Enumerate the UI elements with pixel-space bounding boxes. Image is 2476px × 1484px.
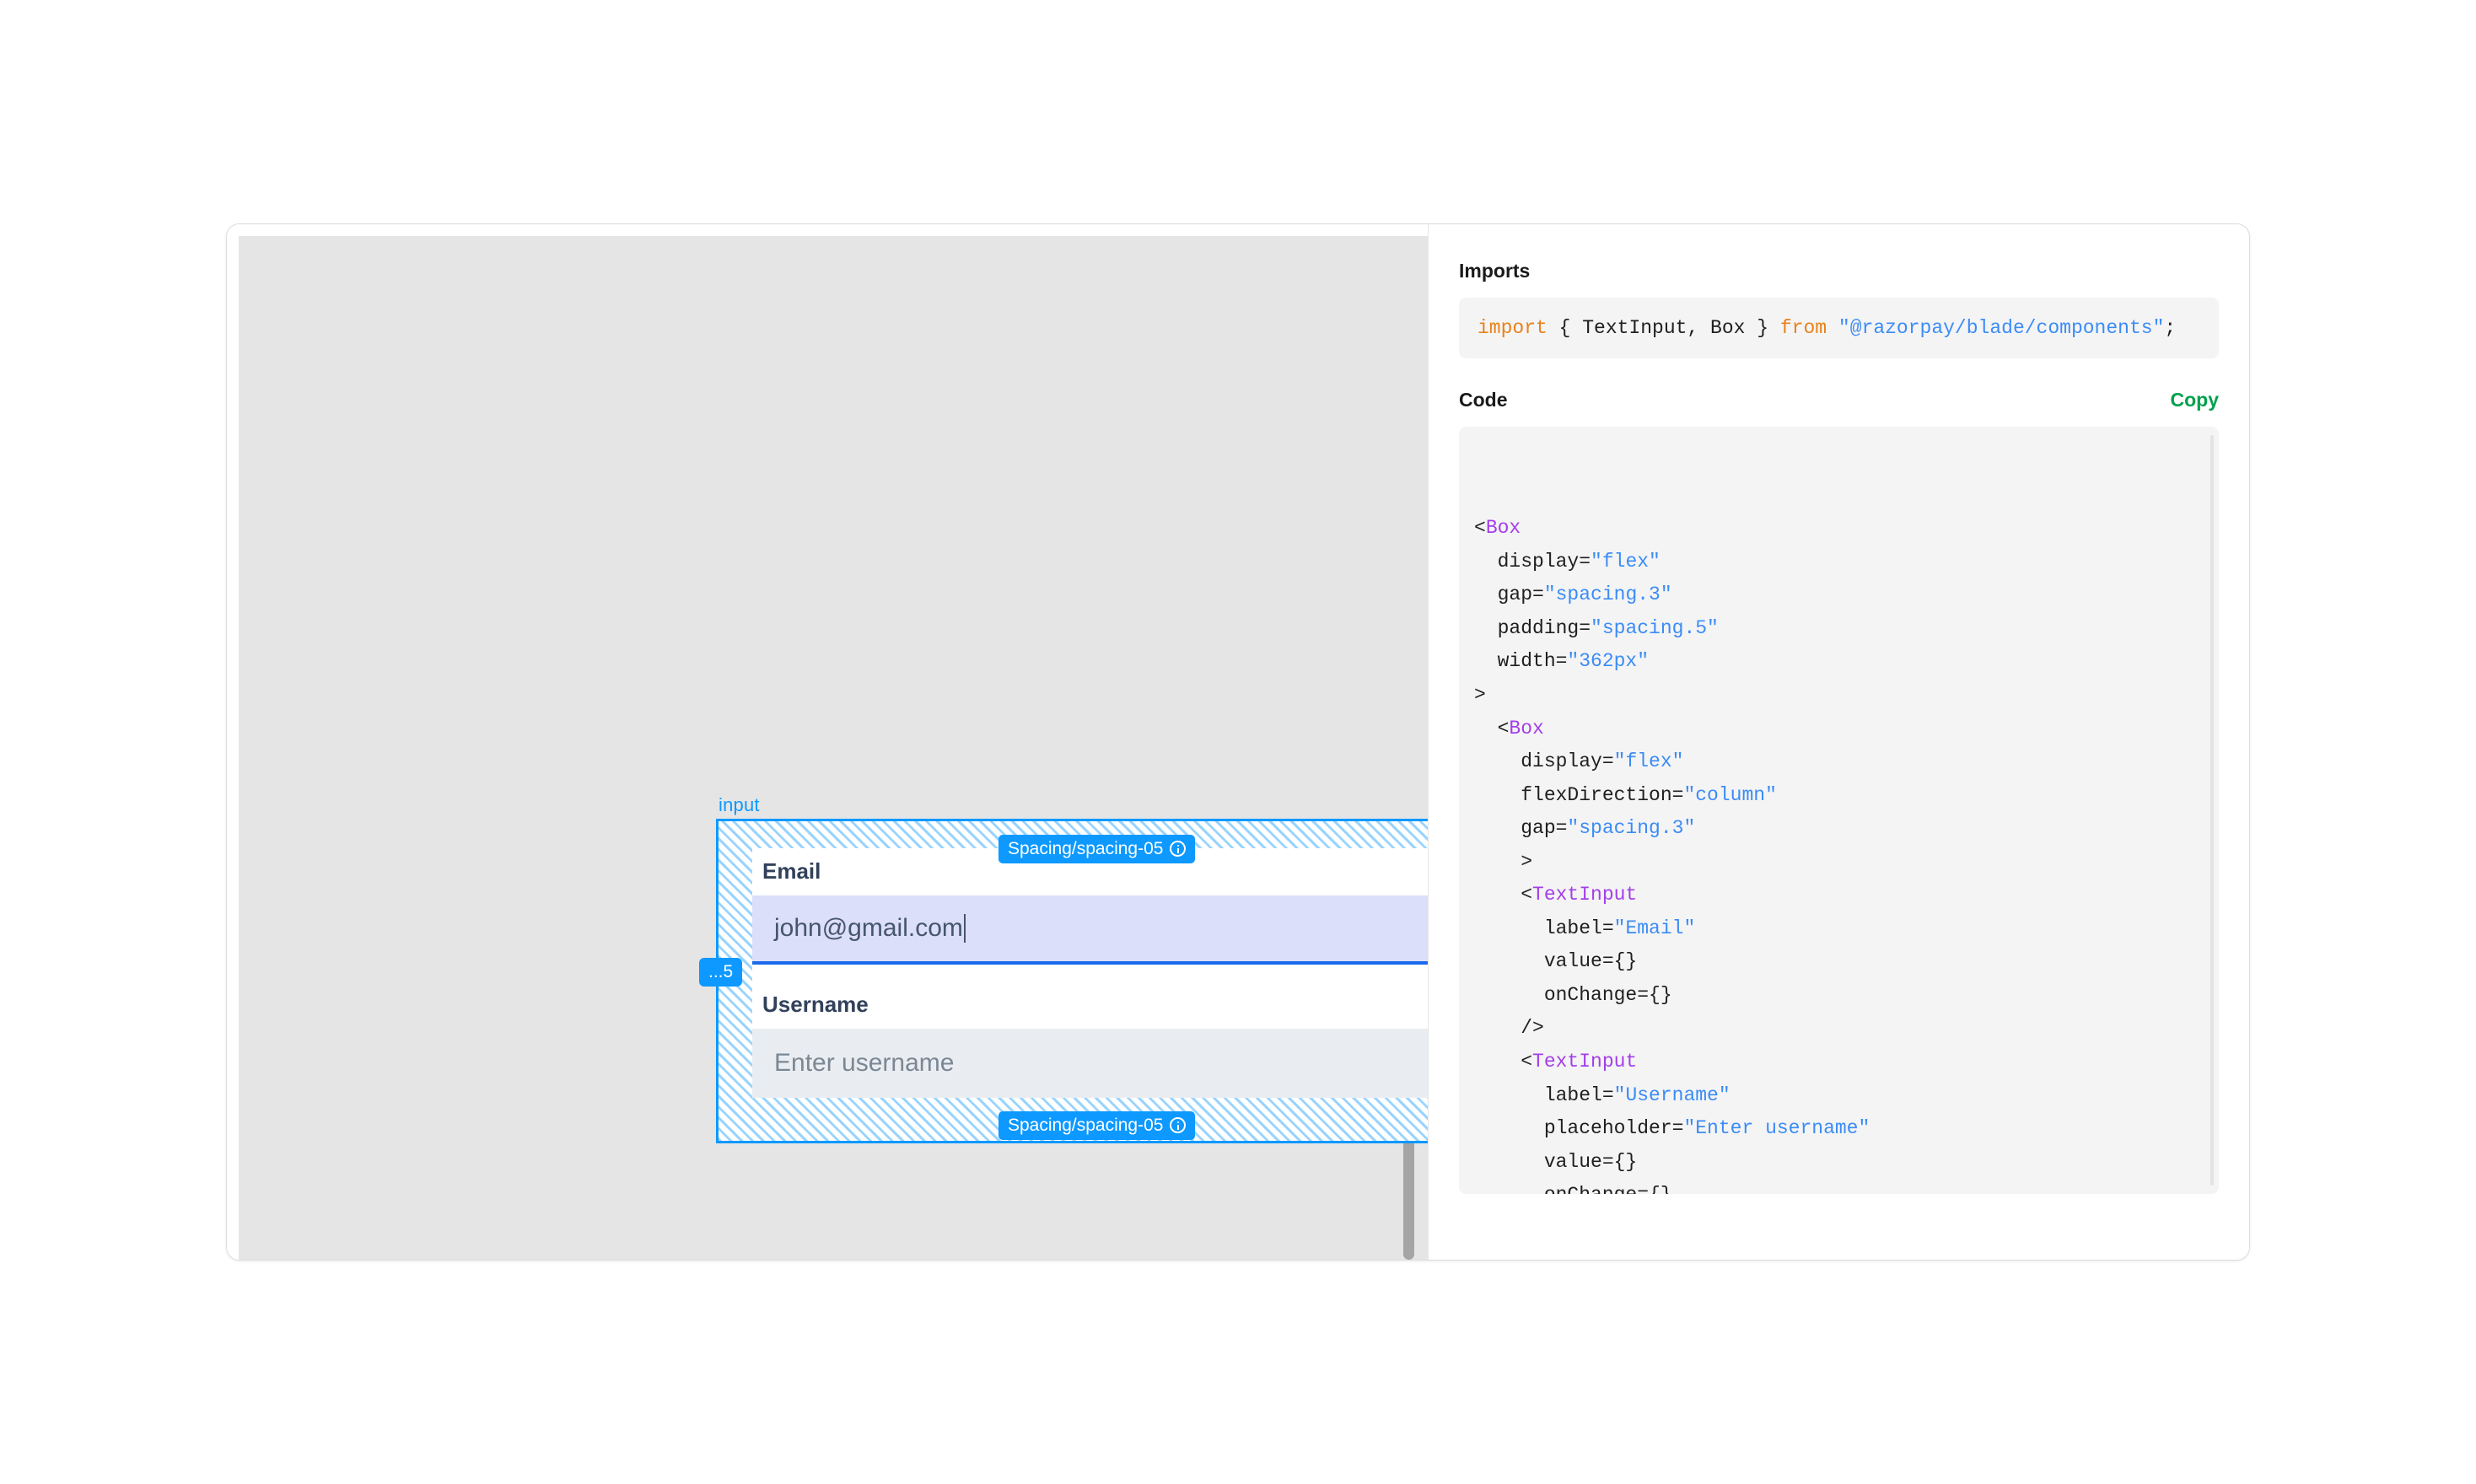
code-scrollbar[interactable] [2210,435,2214,1186]
import-keyword: import [1478,317,1548,339]
text-caret [963,914,966,943]
username-placeholder: Enter username [774,1049,955,1077]
code-header: Code Copy [1459,389,2219,411]
code-line: value={} [1474,1150,1638,1173]
info-icon[interactable] [1170,841,1187,857]
preview-pane: input Email john@gmail.com Username Ente… [227,224,1485,1260]
code-line: gap="spacing.3" [1474,583,1672,606]
field-username: Username Enter username [752,981,1432,1098]
import-module: "@razorpay/blade/components" [1838,317,2165,339]
field-email: Email john@gmail.com [752,848,1432,965]
from-keyword: from [1779,317,1827,339]
code-heading: Code [1459,389,1508,411]
code-lines: <Box display="flex" gap="spacing.3" padd… [1474,512,2199,1194]
code-line: placeholder="Enter username" [1474,1117,1870,1140]
spacing-badge-top-label: Spacing/spacing-05 [1008,839,1164,858]
imports-heading: Imports [1459,260,1531,282]
code-line: <Box [1474,717,1544,739]
code-line: /> [1474,1017,1544,1040]
info-icon[interactable] [1170,1117,1187,1133]
import-named: { TextInput, Box } [1547,317,1780,339]
spacing-inspect-overlay: Email john@gmail.com Username Enter user… [699,819,1485,1143]
spacing-badge-left[interactable]: ...5 [699,958,743,987]
spacing-badge-left-label: ...5 [708,962,734,981]
code-line: gap="spacing.3" [1474,817,1696,840]
code-line: value={} [1474,950,1638,973]
spacing-badge-top[interactable]: Spacing/spacing-05 [998,835,1196,863]
code-line: label="Email" [1474,917,1696,939]
email-input-value: john@gmail.com [774,914,963,942]
code-line: onChange={} [1474,1179,2199,1194]
code-line: <Box [1474,517,1521,540]
email-input[interactable]: john@gmail.com [752,895,1432,965]
code-line: <TextInput [1474,1051,1638,1073]
field-gap [752,965,1432,981]
imports-code-block: import { TextInput, Box } from "@razorpa… [1459,298,2219,359]
spacing-badge-bottom[interactable]: Spacing/spacing-05 [998,1111,1196,1140]
inspect-layer-label: input [719,794,760,815]
import-semicolon: ; [2164,317,2177,339]
code-line: label="Username" [1474,1083,1731,1106]
code-line: > [1474,684,1486,707]
component-preview-card: input Email john@gmail.com Username Ente… [226,223,2250,1261]
code-line: > [1474,850,1533,873]
spacing-badge-bottom-label: Spacing/spacing-05 [1008,1116,1164,1135]
copy-button[interactable]: Copy [2170,389,2220,411]
code-line: width="362px" [1474,650,1650,673]
code-pane: Imports import { TextInput, Box } from "… [1428,224,2249,1260]
code-line: display="flex" [1474,750,1684,773]
code-line: flexDirection="column" [1474,783,1777,806]
code-line: padding="spacing.5" [1474,616,1719,639]
username-label: Username [752,981,1432,1029]
code-line: onChange={} [1474,983,1672,1006]
code-line: <TextInput [1474,884,1638,906]
code-line: display="flex" [1474,550,1661,573]
code-snippet-block[interactable]: <Box display="flex" gap="spacing.3" padd… [1459,427,2219,1195]
username-input[interactable]: Enter username [752,1029,1432,1098]
component-region: Email john@gmail.com Username Enter user… [752,848,1432,1114]
